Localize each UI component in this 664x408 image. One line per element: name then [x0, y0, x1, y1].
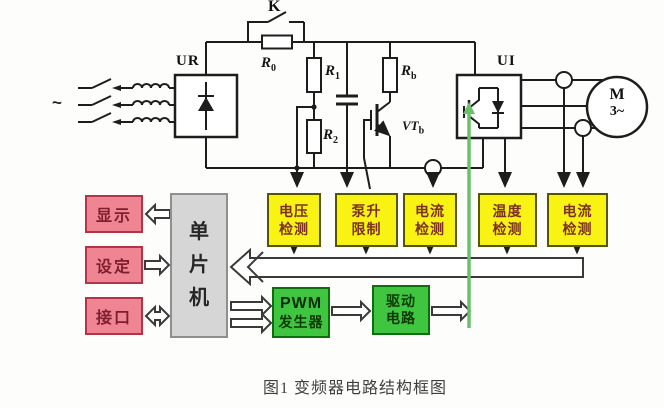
inverter-diode-symbol [492, 88, 504, 128]
motor-symbol [585, 75, 649, 139]
current-transformer [555, 71, 573, 89]
arrow-mcu-to-pwm-1 [230, 294, 273, 318]
pump-limit-line1: 泵升 [351, 202, 382, 219]
arrow-pwm-to-drive [331, 299, 372, 323]
motor-phase: 3~ [609, 103, 625, 119]
arrow-to-display [144, 202, 171, 226]
ac-current-detect-block: 电流 检测 [547, 193, 608, 247]
voltage-detect-line1: 电压 [279, 202, 309, 219]
dc-current-sensor [424, 159, 442, 188]
brake-circuit [363, 42, 398, 190]
pump-limit-line2: 限制 [351, 221, 382, 237]
voltage-divider [290, 42, 322, 188]
arrow-mcu-to-pwm-2 [230, 311, 273, 335]
signal-bus-arrow [229, 247, 584, 287]
voltage-detect-line2: 检测 [279, 221, 309, 237]
motor-output [521, 71, 649, 188]
rectifier-block [173, 73, 239, 139]
input-inductor [132, 100, 170, 106]
r0-label: R0 [261, 55, 277, 74]
pwm-line1: PWM [279, 294, 323, 312]
dc-bus [205, 41, 484, 169]
motor-label: M 3~ [594, 86, 640, 119]
arrow-from-setting [144, 253, 171, 277]
ac-current-line2: 检测 [562, 221, 593, 237]
dc-current-line1: 电流 [415, 202, 445, 219]
resistor-rb [382, 57, 398, 93]
ac-current-line1: 电流 [562, 202, 593, 219]
r1-label: R1 [325, 63, 341, 82]
dc-current-detect-block: 电流 检测 [403, 193, 457, 247]
dc-current-line2: 检测 [415, 221, 445, 237]
resistor-r2 [306, 119, 322, 154]
ac-source-symbol: ~ [52, 93, 62, 112]
display-block: 显示 [85, 195, 143, 233]
mcu-block: 单片机 [170, 193, 228, 338]
temperature-line1: 温度 [492, 202, 523, 219]
mcu-io-arrows [144, 202, 171, 328]
interface-label: 接口 [95, 310, 132, 327]
input-inductor [132, 83, 170, 89]
temperature-line2: 检测 [492, 221, 523, 237]
interface-block: 接口 [85, 297, 143, 335]
precharge-circuit [247, 11, 305, 50]
current-transformer [574, 119, 592, 137]
arrow-drive-to-inverter [431, 299, 472, 323]
k-switch-label: K [268, 0, 282, 15]
k-switch-blade [267, 11, 287, 23]
voltage-detect-block: 电压 检测 [267, 193, 321, 247]
diode-symbol [198, 82, 214, 130]
setting-label: 设定 [95, 259, 132, 276]
pwm-generator-block: PWM 发生器 [272, 287, 330, 338]
gate-drive-wire [463, 102, 475, 328]
mcu-label: 单片机 [189, 221, 209, 309]
resistor-r1 [306, 57, 322, 93]
setting-block: 设定 [85, 246, 143, 284]
phase-line-3 [78, 112, 175, 125]
pwm-line2: 发生器 [278, 313, 324, 330]
arrow-interface-bidirectional [144, 304, 171, 328]
rb-label: Rb [401, 63, 417, 82]
pump-limit-block: 泵升 限制 [335, 193, 398, 247]
control-chain-arrows [230, 294, 472, 335]
r2-label: R2 [323, 127, 339, 146]
igbt-vtb-symbol [363, 101, 391, 190]
phase-line-1 [78, 78, 175, 91]
display-label: 显示 [95, 208, 132, 225]
figure-caption: 图1 变频器电路结构框图 [262, 380, 447, 397]
rectifier-label: UR [176, 53, 200, 69]
resistor-r0 [261, 34, 293, 50]
phase-line-2 [78, 95, 175, 108]
detect-to-bus-arrows [285, 234, 586, 255]
temperature-detect-block: 温度 检测 [478, 193, 537, 247]
drive-line1: 驱动 [386, 292, 416, 309]
drive-circuit-block: 驱动 电路 [372, 285, 430, 335]
inverter-block [455, 73, 523, 188]
drive-line2: 电路 [386, 310, 416, 326]
motor-letter: M [609, 86, 625, 103]
filter-capacitor [336, 42, 358, 188]
input-inductor [132, 117, 170, 123]
three-phase-input [78, 78, 175, 125]
vtb-label: VTb [402, 118, 425, 137]
inverter-label: UI [497, 53, 516, 69]
